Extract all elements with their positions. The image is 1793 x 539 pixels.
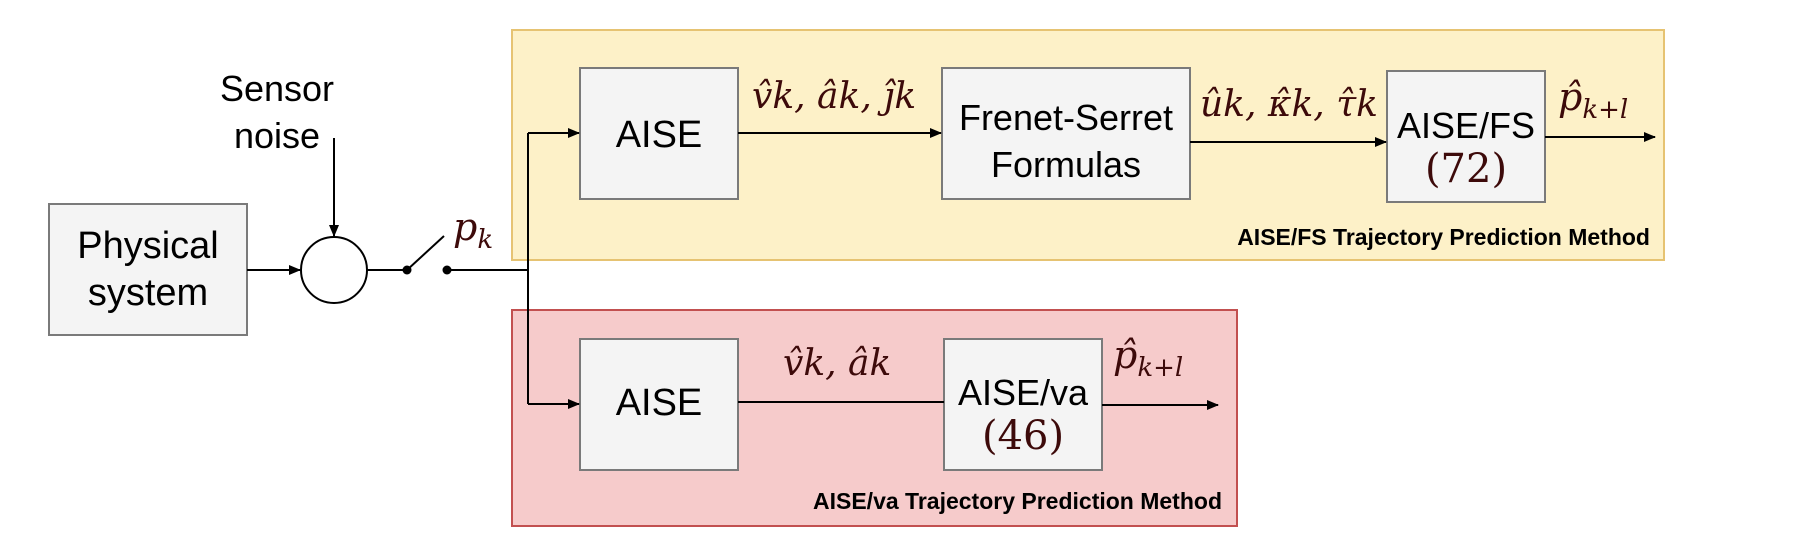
- aise-va-block: [943, 338, 1103, 471]
- bottom-prediction-label: p̂k+l: [1113, 333, 1183, 383]
- aise-fs-panel-caption: AISE/FS Trajectory Prediction Method: [1237, 224, 1650, 250]
- aise-va-label: AISE/va: [958, 372, 1089, 413]
- aise-top-block: [579, 67, 739, 200]
- top-prediction-label: p̂k+l: [1558, 75, 1628, 125]
- aise-top-label: AISE: [616, 114, 703, 156]
- aise-fs-equation-ref: (72): [1425, 146, 1507, 192]
- frenet-serret-label-2: Formulas: [991, 144, 1141, 185]
- physical-system-label-1: Physical: [77, 225, 219, 267]
- aise-bottom-block: [579, 338, 739, 471]
- sensor-noise-label-1: Sensor: [220, 68, 334, 109]
- frenet-serret-label-1: Frenet-Serret: [959, 97, 1173, 138]
- aise-fs-block: [1386, 70, 1546, 203]
- fs-estimates-label: ûk, κ̂k, τ̂k: [1200, 84, 1378, 125]
- summing-junction: [300, 236, 368, 304]
- physical-system-block: [48, 203, 248, 336]
- aise-va-panel-caption: AISE/va Trajectory Prediction Method: [813, 488, 1222, 514]
- aise-fs-label: AISE/FS: [1397, 105, 1535, 146]
- frenet-serret-block: [941, 67, 1191, 200]
- measurement-label: pk: [453, 205, 493, 255]
- bottom-estimates-label: v̂k, âk: [783, 343, 891, 384]
- physical-system-label-2: system: [88, 272, 208, 314]
- top-estimates-label: v̂k, âk, ĵk: [752, 76, 916, 117]
- switch-blade: [406, 235, 445, 271]
- aise-bottom-label: AISE: [616, 382, 703, 424]
- aise-va-equation-ref: (46): [982, 413, 1064, 459]
- sensor-noise-label-2: noise: [234, 115, 320, 156]
